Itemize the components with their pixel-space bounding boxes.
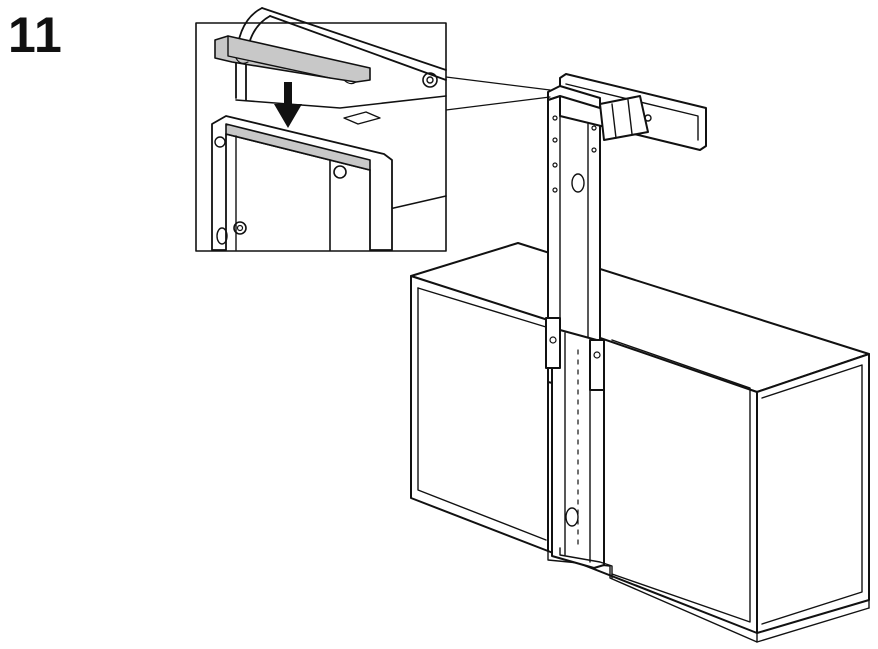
cabinet-right-end: [756, 353, 870, 634]
cabinet-left-side: [410, 275, 549, 552]
callout-line-bottom: [445, 96, 551, 111]
detail-inset: [195, 7, 447, 252]
cap-piece: [214, 35, 371, 85]
tv-bracket: [547, 73, 707, 151]
cabinet: [410, 242, 870, 643]
stand-column: [545, 95, 613, 579]
step-number: 11: [8, 7, 63, 63]
callout-line-top: [445, 76, 551, 91]
down-arrow-icon: [274, 82, 302, 128]
column-detail: [211, 115, 393, 251]
